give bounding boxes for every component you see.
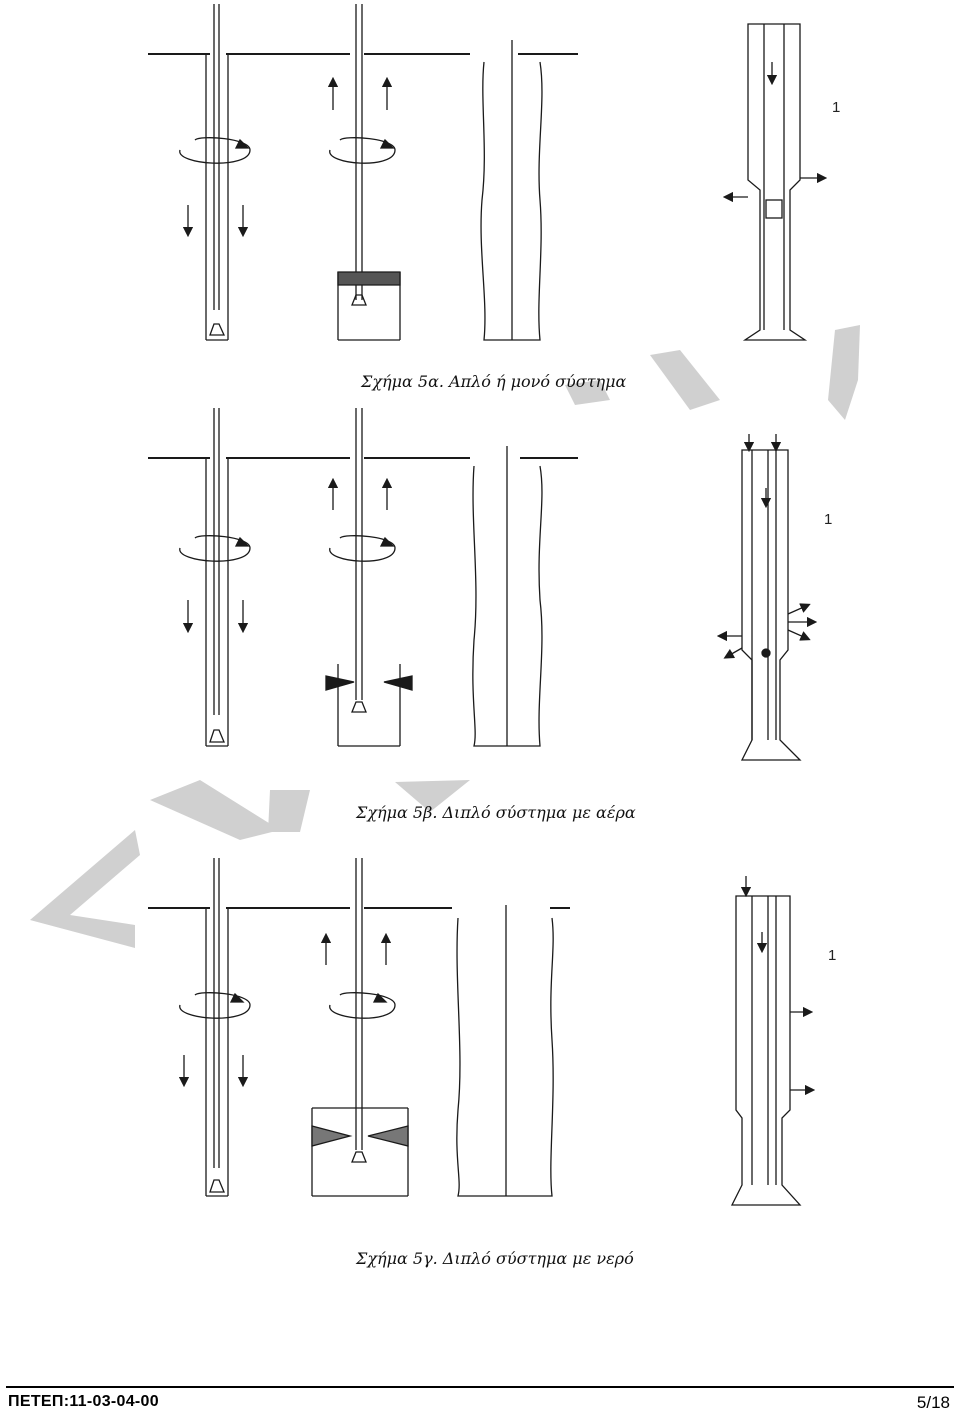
- figure-5a-caption: Σχήμα 5α. Απλό ή μονό σύστημα: [361, 372, 627, 391]
- detail-label-c: 1: [828, 947, 836, 964]
- document-code: ΠΕΤΕΠ:11-03-04-00: [8, 1393, 159, 1410]
- figure-5c-drawing: 1: [148, 858, 836, 1206]
- figure-5b-drawing: 1: [148, 408, 832, 761]
- watermark: [30, 325, 860, 948]
- figure-5c-caption: Σχήμα 5γ. Διπλό σύστημα με νερό: [356, 1249, 634, 1268]
- footer-divider: [6, 1386, 954, 1388]
- detail-label-b: 1: [824, 511, 832, 528]
- figure-5b-caption: Σχήμα 5β. Διπλό σύστημα με αέρα: [356, 803, 636, 822]
- detail-label-a: 1: [832, 99, 840, 116]
- figure-5a-drawing: 1: [148, 4, 840, 341]
- page-number: 5/18: [916, 1393, 950, 1412]
